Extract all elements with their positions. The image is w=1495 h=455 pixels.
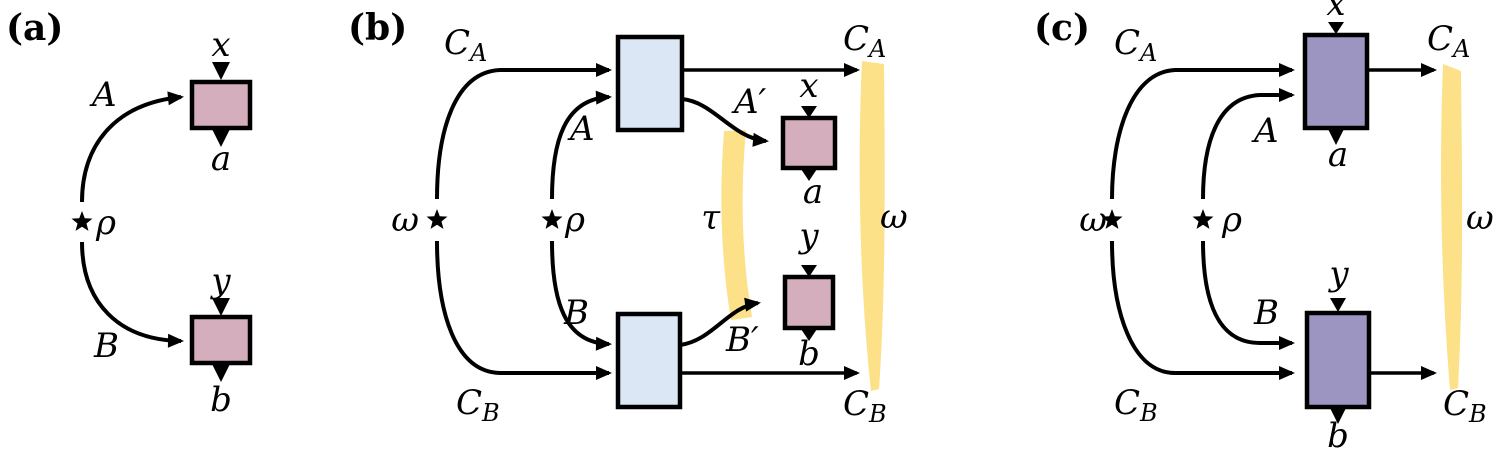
- omega-highlight-ribbon: [859, 61, 885, 391]
- label-tau: τ: [701, 198, 721, 238]
- label-A-prime: A′: [731, 82, 767, 122]
- arrow-channel-B: [550, 240, 612, 351]
- label-output-b: b: [798, 334, 820, 374]
- measurement-box-bottom: [189, 314, 253, 366]
- input-wire-arrow-icon: [801, 106, 817, 118]
- arrow-CA-in: [1110, 63, 1295, 200]
- label-output-b: b: [1327, 416, 1349, 450]
- input-wire-arrow-icon: [801, 265, 817, 277]
- label-CB-left: CB: [1114, 383, 1158, 427]
- arrow-channel-A: [80, 91, 184, 203]
- label-input-y: y: [209, 261, 231, 301]
- label-CB-right: CB: [1443, 384, 1487, 428]
- label-input-x: x: [1326, 0, 1345, 24]
- arrow-CB-in: [435, 240, 612, 380]
- label-omega-right: ω: [880, 197, 908, 237]
- arrow-CB-in: [1110, 240, 1295, 380]
- input-wire-arrow-icon: [1330, 298, 1346, 312]
- state-star-icon: [71, 211, 93, 231]
- panel-c: (c) CA CB ω ρ A B x a y b CA CB ω: [1034, 0, 1494, 455]
- label-input-x: x: [799, 66, 818, 106]
- label-channel-A: A: [89, 75, 117, 115]
- label-input-y: y: [1327, 254, 1349, 294]
- label-CA-right: CA: [1427, 19, 1470, 63]
- comb-box-top: [615, 34, 685, 133]
- output-wire-arrow-icon: [801, 169, 817, 181]
- label-rho: ρ: [1221, 200, 1242, 240]
- arrow-B-prime: [679, 297, 761, 347]
- label-channel-B: B: [1253, 293, 1279, 333]
- output-wire-arrow-icon: [1328, 129, 1344, 145]
- comb-box-bottom: [615, 311, 683, 410]
- panel-a-tag: (a): [6, 7, 63, 49]
- label-CB-right: CB: [843, 384, 887, 428]
- comb-state-star-icon: [426, 209, 448, 229]
- label-channel-A: A: [567, 109, 595, 149]
- output-wire-arrow-icon: [1330, 408, 1346, 424]
- label-rho: ρ: [95, 203, 116, 243]
- label-input-y: y: [797, 216, 819, 256]
- measurement-box-top: [189, 79, 253, 131]
- measurement-box-bottom: [782, 274, 836, 331]
- state-star-icon: [541, 209, 563, 229]
- arrow-channel-B: [1201, 240, 1295, 350]
- output-wire-arrow-icon: [212, 129, 230, 147]
- label-channel-B: B: [563, 293, 589, 333]
- label-output-b: b: [210, 380, 232, 420]
- panel-b-tag: (b): [348, 7, 407, 49]
- arrow-channel-A: [1201, 88, 1295, 200]
- arrow-CA-in: [435, 63, 612, 200]
- output-wire-arrow-icon: [801, 329, 817, 341]
- arrow-A-prime: [681, 97, 769, 147]
- arrow-channel-A: [550, 90, 612, 200]
- state-star-icon: [1192, 209, 1214, 229]
- label-B-prime: B′: [725, 320, 759, 360]
- label-channel-A: A: [1251, 111, 1279, 151]
- arrow-channel-B: [80, 241, 184, 348]
- instrument-box-bottom: [1304, 310, 1372, 410]
- comb-state-star-icon: [1101, 209, 1123, 229]
- label-output-a: a: [1328, 135, 1348, 175]
- label-omega: ω: [1079, 200, 1107, 240]
- measurement-box-top: [780, 115, 838, 171]
- label-CA-right: CA: [843, 19, 886, 63]
- output-wire-arrow-icon: [212, 364, 230, 382]
- label-rho: ρ: [564, 200, 585, 240]
- label-output-a: a: [803, 172, 823, 212]
- instrument-box-top: [1302, 32, 1370, 131]
- label-CA-left: CA: [1114, 23, 1157, 67]
- input-wire-arrow-icon: [212, 62, 230, 80]
- tau-highlight-ribbon: [721, 130, 752, 320]
- label-channel-B: B: [93, 326, 119, 366]
- label-CA-left: CA: [444, 23, 487, 67]
- input-wire-arrow-icon: [1328, 22, 1344, 34]
- label-omega: ω: [391, 200, 419, 240]
- input-wire-arrow-icon: [212, 298, 230, 316]
- panel-a: (a) ρ A B x a y b: [6, 7, 253, 420]
- label-CB-left: CB: [456, 383, 500, 427]
- label-output-a: a: [211, 139, 231, 179]
- omega-highlight-ribbon: [1441, 64, 1463, 390]
- panel-b: (b) CA CB ω ρ A B A′ B′ x a y: [348, 7, 908, 428]
- panel-c-tag: (c): [1034, 7, 1090, 49]
- label-omega-right: ω: [1466, 198, 1494, 238]
- label-input-x: x: [211, 25, 230, 65]
